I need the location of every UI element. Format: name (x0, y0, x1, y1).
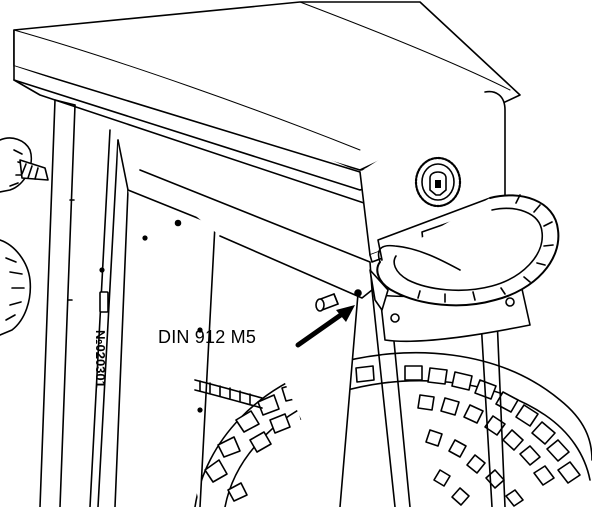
socket-head-bolt (315, 293, 339, 312)
carry-handle (376, 194, 560, 307)
frame-side-plate (39, 99, 373, 507)
serial-number: №020301 (93, 330, 108, 388)
drive-chain (194, 379, 263, 409)
bolt-spec-label: DIN 912 M5 (158, 327, 257, 347)
battery-lock-icon (414, 156, 462, 208)
rear-gear-fragment (0, 137, 49, 336)
tire (194, 351, 592, 507)
serial-plate: №020301 (93, 330, 108, 388)
callout-arrow (295, 305, 355, 348)
